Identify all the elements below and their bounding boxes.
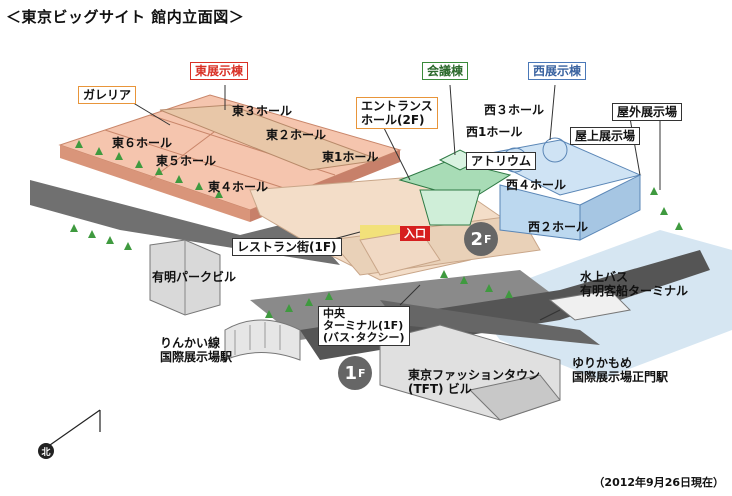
label-tft-line2: (TFT) ビル xyxy=(408,382,472,396)
label-west4: 西４ホール xyxy=(506,178,567,192)
building-label-conference: 会議棟 xyxy=(422,62,469,80)
label-rinkai: りんかい線 国際展示場駅 xyxy=(160,336,232,364)
label-east3: 東３ホール xyxy=(232,104,293,118)
label-east6: 東６ホール xyxy=(112,136,173,150)
rinkai-station xyxy=(224,319,301,361)
label-waterbus-line1: 水上バス xyxy=(580,270,629,284)
east-hall-divider-1 xyxy=(104,129,291,191)
label-park: 有明パークビル xyxy=(152,270,237,284)
north-arrow xyxy=(49,409,101,446)
date-note: （2012年9月26日現在） xyxy=(593,476,724,489)
entry-badge: 入口 xyxy=(400,226,430,241)
label-east2: 東２ホール xyxy=(266,128,327,142)
floor-2f-unit: F xyxy=(484,232,492,246)
trees xyxy=(70,140,683,318)
label-east1: 東1ホール xyxy=(322,150,379,164)
label-atrium: アトリウム xyxy=(466,152,537,170)
floor-1f-number: 1 xyxy=(344,362,357,384)
tft-building-front xyxy=(468,374,561,421)
label-rinkai-line1: りんかい線 xyxy=(160,336,221,350)
label-entrance-line1: エントランス xyxy=(361,99,433,113)
label-entrance-hall: エントランス ホール(2F) xyxy=(356,97,438,129)
label-restaurant: レストラン街(1F) xyxy=(232,238,342,256)
label-east5: 東５ホール xyxy=(156,154,217,168)
east-halls-front xyxy=(60,145,250,222)
rail-track xyxy=(380,300,600,345)
label-central-line2: ターミナル(1F) xyxy=(323,319,404,332)
label-rinkai-line2: 国際展示場駅 xyxy=(160,350,233,364)
label-central-line1: 中央 xyxy=(323,307,345,320)
conference-body xyxy=(419,189,481,226)
label-rooftop: 屋上展示場 xyxy=(570,127,641,145)
label-central-line3: (バス･タクシー) xyxy=(323,331,405,344)
label-yurikamome: ゆりかもめ 国際展示場正門駅 xyxy=(572,356,668,384)
label-west2: 西２ホール xyxy=(528,220,589,234)
label-outdoor: 屋外展示場 xyxy=(612,103,683,121)
floor-2f-number: 2 xyxy=(470,228,483,250)
floor-1f-unit: F xyxy=(358,366,366,380)
west-dome-2 xyxy=(542,137,568,163)
label-waterbus-line2: 有明客船ターミナル xyxy=(580,284,689,298)
label-galleria: ガレリア xyxy=(78,86,137,104)
label-east4: 東４ホール xyxy=(208,180,269,194)
galleria-roof xyxy=(159,104,381,171)
label-west3: 西３ホール xyxy=(484,103,545,117)
west-halls-side xyxy=(579,174,641,241)
building-label-west: 西展示棟 xyxy=(528,62,587,80)
label-central-terminal: 中央 ターミナル(1F) (バス･タクシー) xyxy=(318,306,410,346)
label-entrance-line2: ホール(2F) xyxy=(361,113,425,127)
rinkai-station-ribs xyxy=(234,322,281,355)
north-icon: 北 xyxy=(38,443,54,459)
label-tft: 東京ファッションタウン (TFT) ビル xyxy=(408,368,540,396)
label-west1: 西1ホール xyxy=(466,125,523,139)
label-yuri-line1: ゆりかもめ xyxy=(572,356,633,370)
label-waterbus: 水上バス 有明客船ターミナル xyxy=(580,270,688,298)
ferry-terminal xyxy=(548,289,632,321)
label-tft-line1: 東京ファッションタウン xyxy=(408,368,541,382)
building-label-east: 東展示棟 xyxy=(190,62,249,80)
page-title: ＜東京ビッグサイト 館内立面図＞ xyxy=(6,8,245,26)
label-yuri-line2: 国際展示場正門駅 xyxy=(572,370,669,384)
